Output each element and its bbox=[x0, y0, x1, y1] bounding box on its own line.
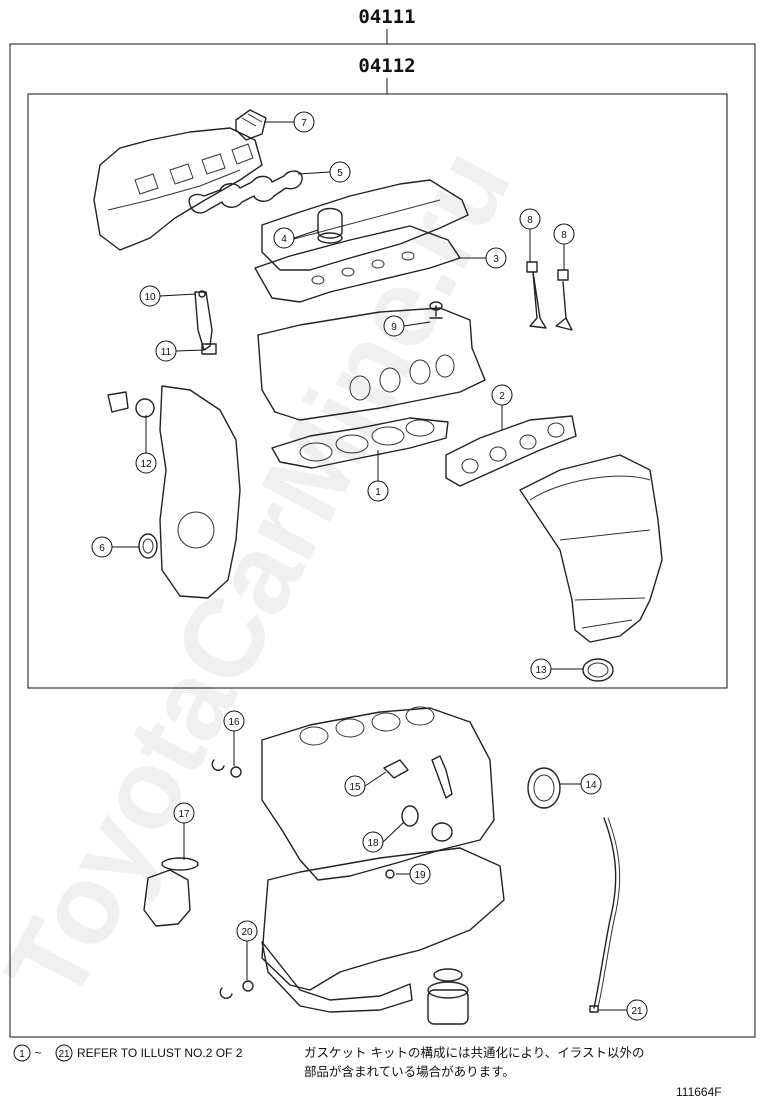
callout-19[interactable]: 19 bbox=[409, 863, 431, 885]
svg-text:17: 17 bbox=[178, 809, 190, 820]
sub-kit-code[interactable]: 04112 bbox=[358, 55, 415, 77]
svg-text:12: 12 bbox=[140, 459, 152, 470]
callout-15[interactable]: 15 bbox=[344, 775, 366, 797]
svg-text:3: 3 bbox=[493, 254, 499, 265]
part-12-drawing bbox=[107, 391, 155, 418]
svg-text:19: 19 bbox=[414, 870, 426, 881]
footer-range-tilde: ~ bbox=[34, 1046, 41, 1060]
callout-3[interactable]: 3 bbox=[485, 247, 507, 269]
oil-filler-cap-drawing bbox=[317, 207, 343, 244]
callout-21[interactable]: 21 bbox=[626, 999, 648, 1021]
footer-range-end: 21 bbox=[55, 1044, 73, 1062]
callout-10[interactable]: 10 bbox=[139, 285, 161, 307]
exhaust-manifold-gasket-drawing bbox=[445, 415, 577, 487]
exhaust-ring-drawing bbox=[582, 658, 614, 682]
svg-text:2: 2 bbox=[499, 391, 505, 402]
callout-8-right[interactable]: 8 bbox=[553, 223, 575, 245]
svg-text:10: 10 bbox=[144, 292, 156, 303]
callout-2[interactable]: 2 bbox=[491, 384, 513, 406]
svg-text:1: 1 bbox=[375, 487, 381, 498]
front-oil-seal-drawing bbox=[138, 533, 158, 559]
part-15-18-drawing bbox=[383, 755, 453, 879]
jp-note-line2: 部品が含まれている場合があります。 bbox=[304, 1064, 515, 1079]
callout-11[interactable]: 11 bbox=[155, 340, 177, 362]
svg-text:5: 5 bbox=[337, 168, 343, 179]
valve-stem-seal-drawing bbox=[526, 261, 573, 331]
oil-pan-drawing bbox=[261, 847, 505, 1013]
svg-text:4: 4 bbox=[281, 234, 287, 245]
callout-13[interactable]: 13 bbox=[530, 658, 552, 680]
callout-7[interactable]: 7 bbox=[293, 111, 315, 133]
exhaust-manifold-drawing bbox=[519, 454, 663, 643]
svg-text:14: 14 bbox=[585, 780, 597, 791]
svg-text:21: 21 bbox=[58, 1049, 70, 1060]
callout-5[interactable]: 5 bbox=[329, 161, 351, 183]
cylinder-head-drawing bbox=[257, 301, 486, 421]
svg-text:18: 18 bbox=[367, 838, 379, 849]
callout-1[interactable]: 1 bbox=[367, 480, 389, 502]
svg-text:8: 8 bbox=[561, 230, 567, 241]
callout-20[interactable]: 20 bbox=[236, 920, 258, 942]
jp-note-line1: ガスケット キットの構成には共通化により、イラスト以外の bbox=[304, 1045, 645, 1060]
footer-range-start: 1 bbox=[13, 1044, 31, 1062]
svg-text:1: 1 bbox=[19, 1049, 25, 1060]
svg-text:6: 6 bbox=[99, 543, 105, 554]
part-16-20-drawing bbox=[211, 759, 254, 999]
illustration-id: 111664F bbox=[676, 1085, 722, 1099]
svg-text:16: 16 bbox=[228, 717, 240, 728]
svg-text:11: 11 bbox=[161, 347, 172, 358]
injector-seal-drawing bbox=[194, 290, 217, 355]
callout-8-left[interactable]: 8 bbox=[519, 208, 541, 230]
callout-9[interactable]: 9 bbox=[383, 315, 405, 337]
callout-12[interactable]: 12 bbox=[135, 452, 157, 474]
callout-18[interactable]: 18 bbox=[362, 831, 384, 853]
svg-text:20: 20 bbox=[241, 927, 253, 938]
cylinder-block-drawing bbox=[261, 706, 495, 881]
callout-4[interactable]: 4 bbox=[273, 227, 295, 249]
svg-text:15: 15 bbox=[349, 782, 361, 793]
water-pump-drawing bbox=[143, 857, 199, 927]
intake-manifold-drawing bbox=[93, 127, 263, 251]
leader-lines bbox=[112, 121, 627, 1011]
callout-17[interactable]: 17 bbox=[173, 802, 195, 824]
intake-manifold-gasket-drawing bbox=[188, 170, 303, 214]
svg-text:21: 21 bbox=[631, 1006, 643, 1017]
callout-6[interactable]: 6 bbox=[91, 536, 113, 558]
rear-oil-seal-drawing bbox=[527, 767, 561, 809]
inner-kit-frame bbox=[27, 93, 728, 689]
head-cover-drawing bbox=[261, 179, 469, 271]
callout-16[interactable]: 16 bbox=[223, 710, 245, 732]
kit-code[interactable]: 04111 bbox=[358, 6, 415, 28]
timing-cover-drawing bbox=[159, 385, 241, 599]
oil-dipstick-drawing bbox=[589, 817, 621, 1013]
head-gasket-drawing bbox=[271, 417, 449, 469]
svg-text:7: 7 bbox=[301, 118, 307, 129]
svg-text:8: 8 bbox=[527, 215, 533, 226]
svg-text:9: 9 bbox=[391, 322, 397, 333]
oil-filter-drawing bbox=[427, 968, 469, 1025]
part-7-drawing bbox=[235, 109, 267, 141]
svg-text:13: 13 bbox=[535, 665, 547, 676]
head-cover-gasket-drawing bbox=[254, 225, 461, 303]
refer-note: REFER TO ILLUST NO.2 OF 2 bbox=[77, 1046, 243, 1060]
callout-14[interactable]: 14 bbox=[580, 773, 602, 795]
outer-kit-frame bbox=[9, 43, 756, 1038]
